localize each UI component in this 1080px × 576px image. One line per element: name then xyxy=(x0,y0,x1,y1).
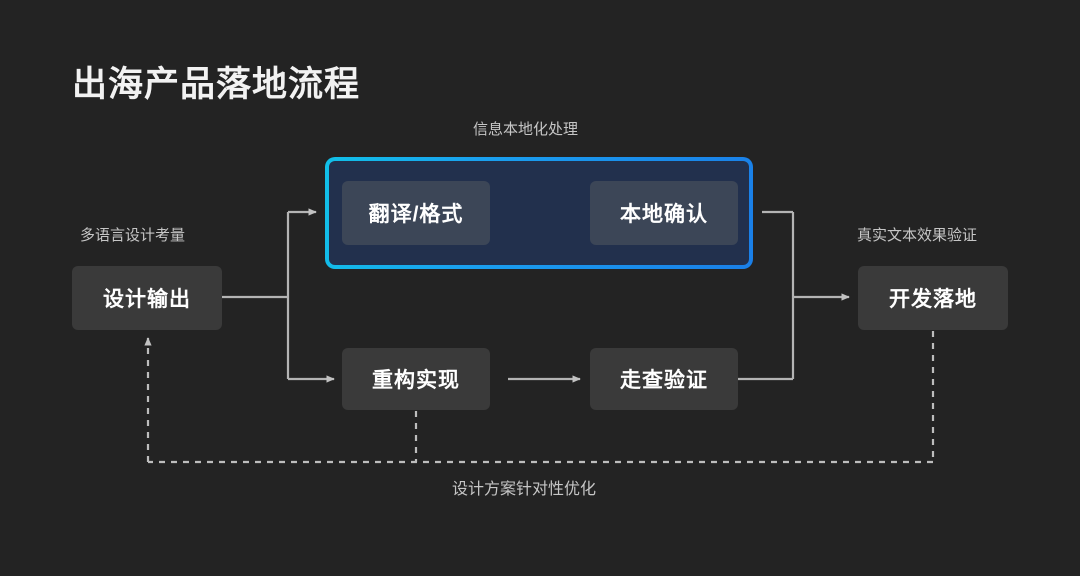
node-dev-delivery[interactable]: 开发落地 xyxy=(858,266,1008,330)
caption-real-text-validation: 真实文本效果验证 xyxy=(857,227,978,244)
node-walkthrough-label: 走查验证 xyxy=(620,369,708,392)
node-design-output[interactable]: 设计输出 xyxy=(72,266,222,330)
node-local-confirm-label: 本地确认 xyxy=(620,203,708,226)
node-rebuild-label: 重构实现 xyxy=(372,369,460,392)
node-walkthrough[interactable]: 走查验证 xyxy=(590,348,738,410)
node-local-confirm[interactable]: 本地确认 xyxy=(590,181,738,245)
node-dev-delivery-label: 开发落地 xyxy=(889,288,977,311)
node-translate-format-label: 翻译/格式 xyxy=(368,203,464,226)
node-design-output-label: 设计输出 xyxy=(103,288,191,311)
caption-multilingual-design: 多语言设计考量 xyxy=(80,227,186,244)
caption-feedback-optimization: 设计方案针对性优化 xyxy=(452,481,597,498)
page-title: 出海产品落地流程 xyxy=(72,65,361,104)
node-translate-format[interactable]: 翻译/格式 xyxy=(342,181,490,245)
node-rebuild[interactable]: 重构实现 xyxy=(342,348,490,410)
caption-localization: 信息本地化处理 xyxy=(473,121,579,138)
